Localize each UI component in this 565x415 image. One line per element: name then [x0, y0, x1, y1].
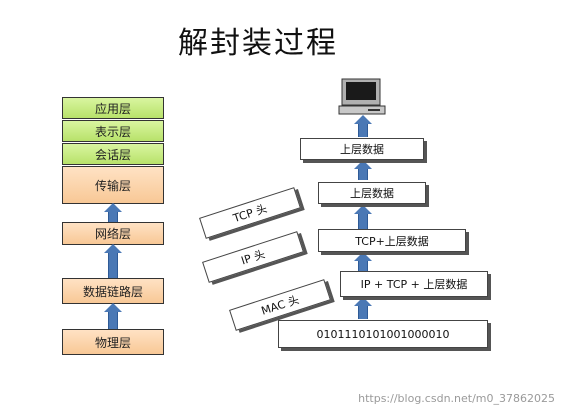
up-arrow-icon: [354, 160, 372, 180]
layer-transport: 传输层: [62, 166, 164, 204]
data-box-upper: 上层数据: [300, 138, 424, 160]
data-box-bits: 0101110101001000010: [278, 320, 488, 348]
up-arrow-icon: [354, 297, 372, 319]
page-title: 解封装过程: [178, 26, 338, 61]
up-arrow-icon: [104, 203, 122, 222]
computer-icon: [338, 78, 386, 115]
layer-physical: 物理层: [62, 329, 164, 355]
up-arrow-icon: [104, 244, 122, 278]
up-arrow-icon: [104, 303, 122, 329]
ip-header-box: IP 头: [202, 231, 304, 283]
layer-network: 网络层: [62, 222, 164, 245]
layer-session: 会话层: [62, 143, 164, 165]
layer-presentation: 表示层: [62, 120, 164, 142]
data-box-ip: IP + TCP + 上层数据: [340, 271, 488, 297]
layer-application: 应用层: [62, 97, 164, 119]
data-box-transport: 上层数据: [318, 182, 426, 204]
layer-data-link: 数据链路层: [62, 278, 164, 304]
up-arrow-icon: [354, 205, 372, 229]
watermark: https://blog.csdn.net/m0_37862025: [358, 392, 555, 405]
up-arrow-icon: [354, 115, 372, 137]
up-arrow-icon: [354, 252, 372, 271]
tcp-header-box: TCP 头: [199, 187, 301, 239]
data-box-tcp: TCP+上层数据: [318, 229, 466, 252]
